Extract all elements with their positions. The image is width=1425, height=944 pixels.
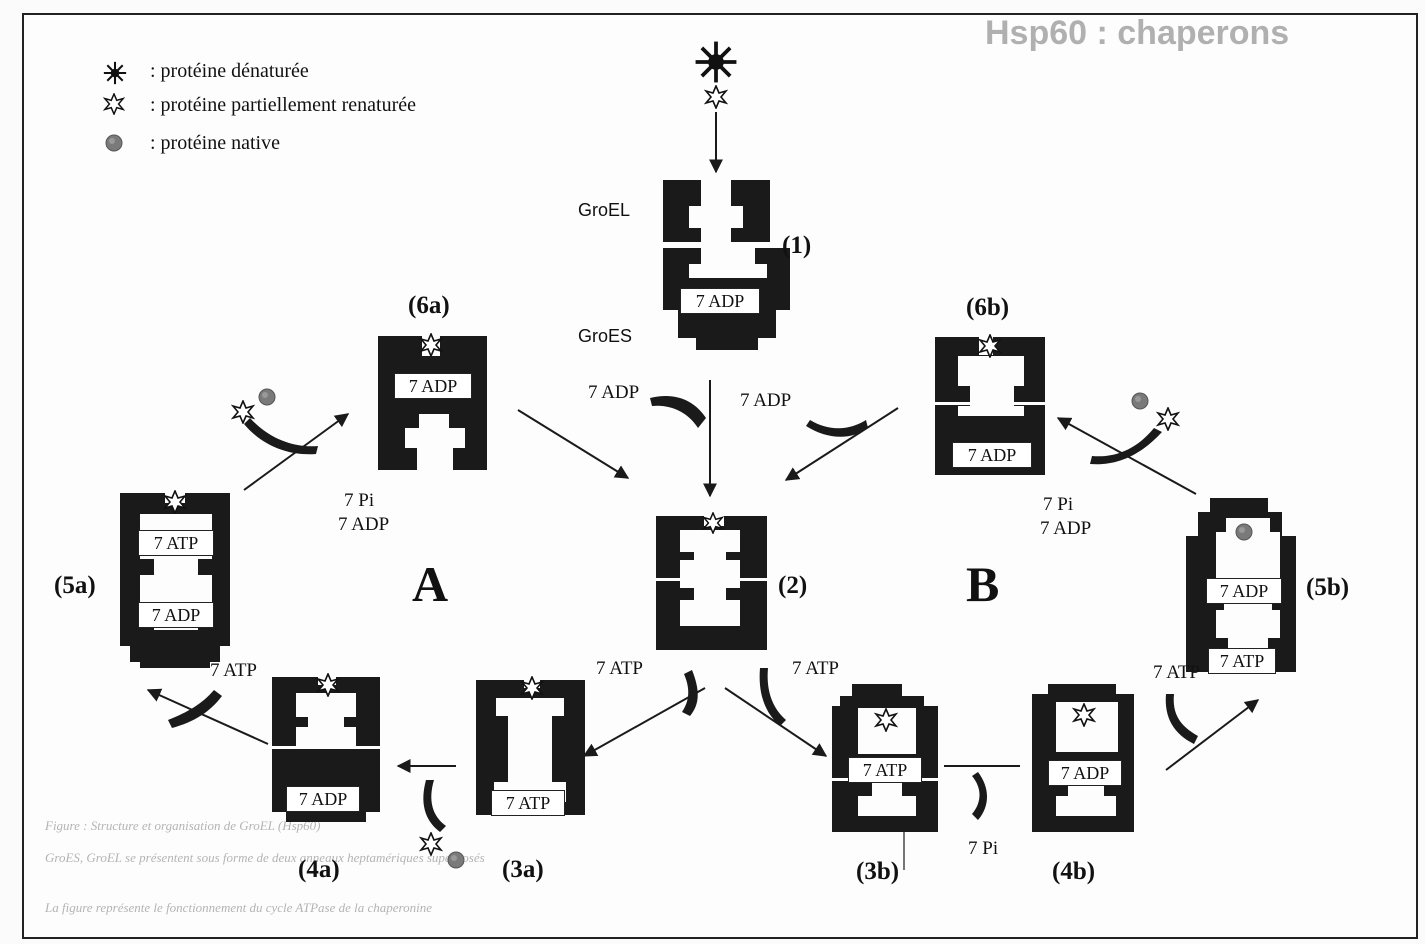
legend-denatured: : protéine dénaturée bbox=[150, 60, 309, 82]
reagent-atp-4b-5b: 7 ATP bbox=[1153, 662, 1200, 683]
reagent-adp-left: 7 ADP bbox=[588, 382, 640, 403]
step-6b-label: (6b) bbox=[966, 294, 1010, 321]
complex-5b-top-nucleotide: 7 ADP bbox=[1206, 578, 1282, 604]
complex-5b-bottom-nucleotide: 7 ATP bbox=[1208, 648, 1276, 674]
denatured-protein-icon bbox=[103, 61, 127, 85]
groes-label: GroES bbox=[578, 326, 633, 346]
step-5a-label: (5a) bbox=[54, 572, 96, 599]
header-ghost-text: Hsp60 : chaperons bbox=[985, 14, 1290, 52]
reagent-atp-2-3a: 7 ATP bbox=[596, 658, 643, 679]
complex-6a bbox=[378, 336, 487, 470]
reagent-pi-left: 7 Pi bbox=[344, 490, 375, 511]
complex-5a-bottom-nucleotide: 7 ADP bbox=[138, 602, 214, 628]
complex-1 bbox=[663, 180, 790, 350]
complex-5a-top-nucleotide: 7 ATP bbox=[138, 530, 214, 556]
panel-a-label: A bbox=[412, 556, 449, 612]
reagent-atp-2-3b: 7 ATP bbox=[792, 658, 839, 679]
step-3b-label: (3b) bbox=[856, 858, 900, 885]
step-6a-label: (6a) bbox=[408, 292, 450, 319]
complex-6a-nucleotide: 7 ADP bbox=[394, 373, 472, 399]
step-2-label: (2) bbox=[778, 572, 808, 599]
native-protein-icon bbox=[105, 134, 123, 152]
panel-b-label: B bbox=[966, 556, 1000, 612]
footnote-1: Figure : Structure et organisation de Gr… bbox=[45, 818, 321, 833]
partial-protein-icon bbox=[104, 93, 124, 115]
curved-arrows bbox=[168, 396, 1198, 832]
footnote-2: GroES, GroEL se présentent sous forme de… bbox=[45, 850, 485, 865]
step-5b-label: (5b) bbox=[1306, 574, 1350, 601]
groel-label: GroEL bbox=[578, 200, 631, 220]
step-3a-label: (3a) bbox=[502, 856, 544, 883]
legend-partial: : protéine partiellement renaturée bbox=[150, 94, 416, 116]
reagent-pi-3b-4b: 7 Pi bbox=[968, 838, 999, 859]
complex-1-nucleotide: 7 ADP bbox=[680, 288, 760, 314]
reagent-adp-right2: 7 ADP bbox=[1040, 518, 1092, 539]
complex-4a-nucleotide: 7 ADP bbox=[286, 786, 360, 812]
complex-6b-nucleotide: 7 ADP bbox=[952, 442, 1032, 468]
reagent-adp-left2: 7 ADP bbox=[338, 514, 390, 535]
reagent-atp-4a-5a: 7 ATP bbox=[210, 660, 257, 681]
legend-native: : protéine native bbox=[150, 132, 280, 154]
complex-3a-nucleotide: 7 ATP bbox=[491, 790, 565, 816]
footnote-3: La figure représente le fonctionnement d… bbox=[45, 900, 433, 915]
reagent-adp-right: 7 ADP bbox=[740, 390, 792, 411]
complex-3b-nucleotide: 7 ATP bbox=[848, 757, 922, 783]
reagent-pi-right: 7 Pi bbox=[1043, 494, 1074, 515]
step-4b-label: (4b) bbox=[1052, 858, 1096, 885]
step-1-label: (1) bbox=[782, 232, 812, 259]
complex-4b-nucleotide: 7 ADP bbox=[1048, 760, 1122, 786]
step-4a-label: (4a) bbox=[298, 856, 340, 883]
